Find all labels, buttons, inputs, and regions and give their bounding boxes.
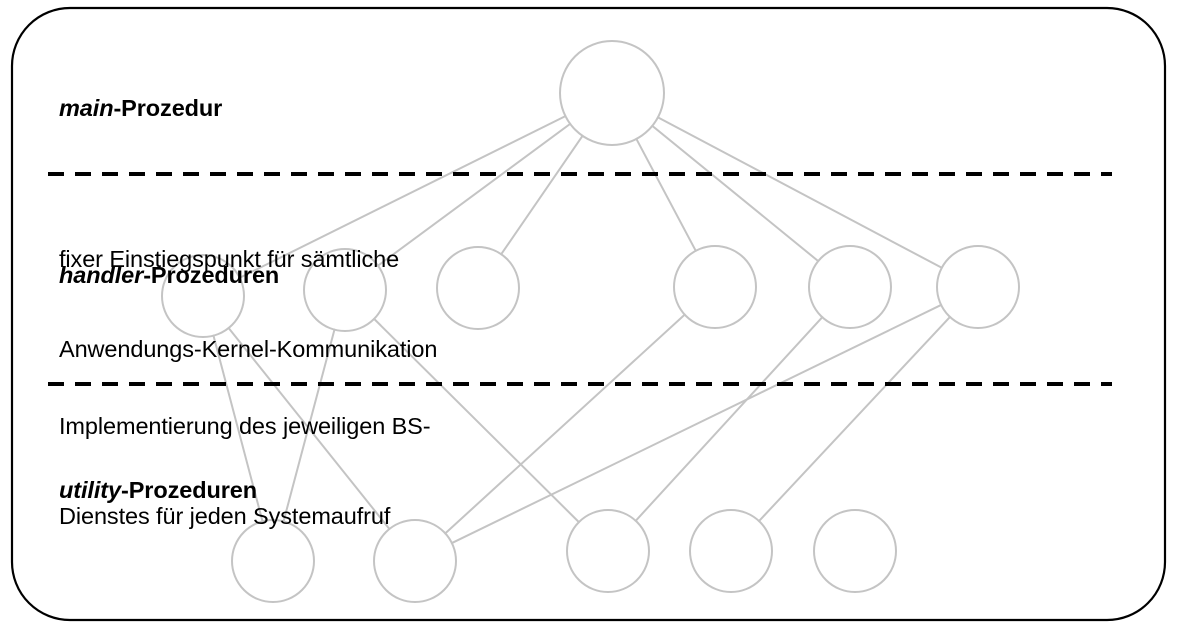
graph-edge [635, 137, 697, 252]
graph-node-utility-2[interactable] [373, 519, 457, 603]
graph-edge [373, 317, 580, 524]
section-body-handler: Implementierung des jeweiligen BS- Diens… [59, 351, 431, 591]
graph-node-handler-6[interactable] [936, 245, 1020, 329]
graph-edge [656, 116, 943, 269]
section-label-main: main-Prozedur fixer Einstiegspunkt für s… [59, 33, 437, 484]
graph-edge [212, 334, 264, 523]
section-label-handler: handler-Prozeduren Implementierung des j… [59, 200, 431, 628]
graph-edge [758, 315, 951, 523]
graph-node-utility-4[interactable] [689, 509, 773, 593]
section-title-utility: utility-Prozeduren [59, 475, 578, 506]
graph-edge [500, 134, 584, 256]
section-body-utility: Implementierung von BS-Hintergrunddienst… [59, 566, 578, 628]
section-title-emphasis: handler [59, 262, 144, 288]
section-body-line: Dienstes für jeden Systemaufruf [59, 503, 391, 529]
section-body-line: Implementierung des jeweiligen BS- [59, 413, 431, 439]
graph-edge [651, 124, 820, 263]
rounded-frame [10, 6, 1167, 622]
graph-node-handler-1[interactable] [161, 254, 245, 338]
graph-node-main-1[interactable] [559, 40, 665, 146]
section-body-main: fixer Einstiegspunkt für sämtliche Anwen… [59, 184, 437, 424]
section-body-line: Anwendungs-Kernel-Kommunikation [59, 336, 438, 362]
section-title-emphasis: utility [59, 477, 121, 503]
section-title-rest: -Prozedur [113, 95, 223, 121]
graph-node-handler-4[interactable] [673, 245, 757, 329]
panel-outline [10, 6, 1167, 622]
node-layer [161, 40, 1020, 603]
graph-node-handler-3[interactable] [436, 246, 520, 330]
graph-node-utility-1[interactable] [231, 519, 315, 603]
divider-layer [48, 172, 1112, 386]
graph-edge [634, 316, 824, 522]
graph-edge [282, 328, 336, 523]
graph-edge [376, 122, 572, 267]
graph-node-handler-5[interactable] [808, 245, 892, 329]
graph-edge [444, 313, 686, 535]
section-title-emphasis: main [59, 95, 114, 121]
section-title-main: main-Prozedur [59, 93, 437, 124]
section-title-rest: -Prozeduren [143, 262, 280, 288]
section-title-rest: -Prozeduren [120, 477, 257, 503]
graph-node-handler-2[interactable] [303, 248, 387, 332]
graph-node-utility-3[interactable] [566, 509, 650, 593]
graph-node-utility-5[interactable] [813, 509, 897, 593]
section-body-line: fixer Einstiegspunkt für sämtliche [59, 246, 400, 272]
graph-edge [238, 115, 567, 279]
edge-layer [212, 115, 951, 545]
section-title-handler: handler-Prozeduren [59, 260, 431, 291]
graph-edge [450, 303, 943, 545]
section-label-utility: utility-Prozeduren Implementierung von B… [59, 415, 578, 628]
